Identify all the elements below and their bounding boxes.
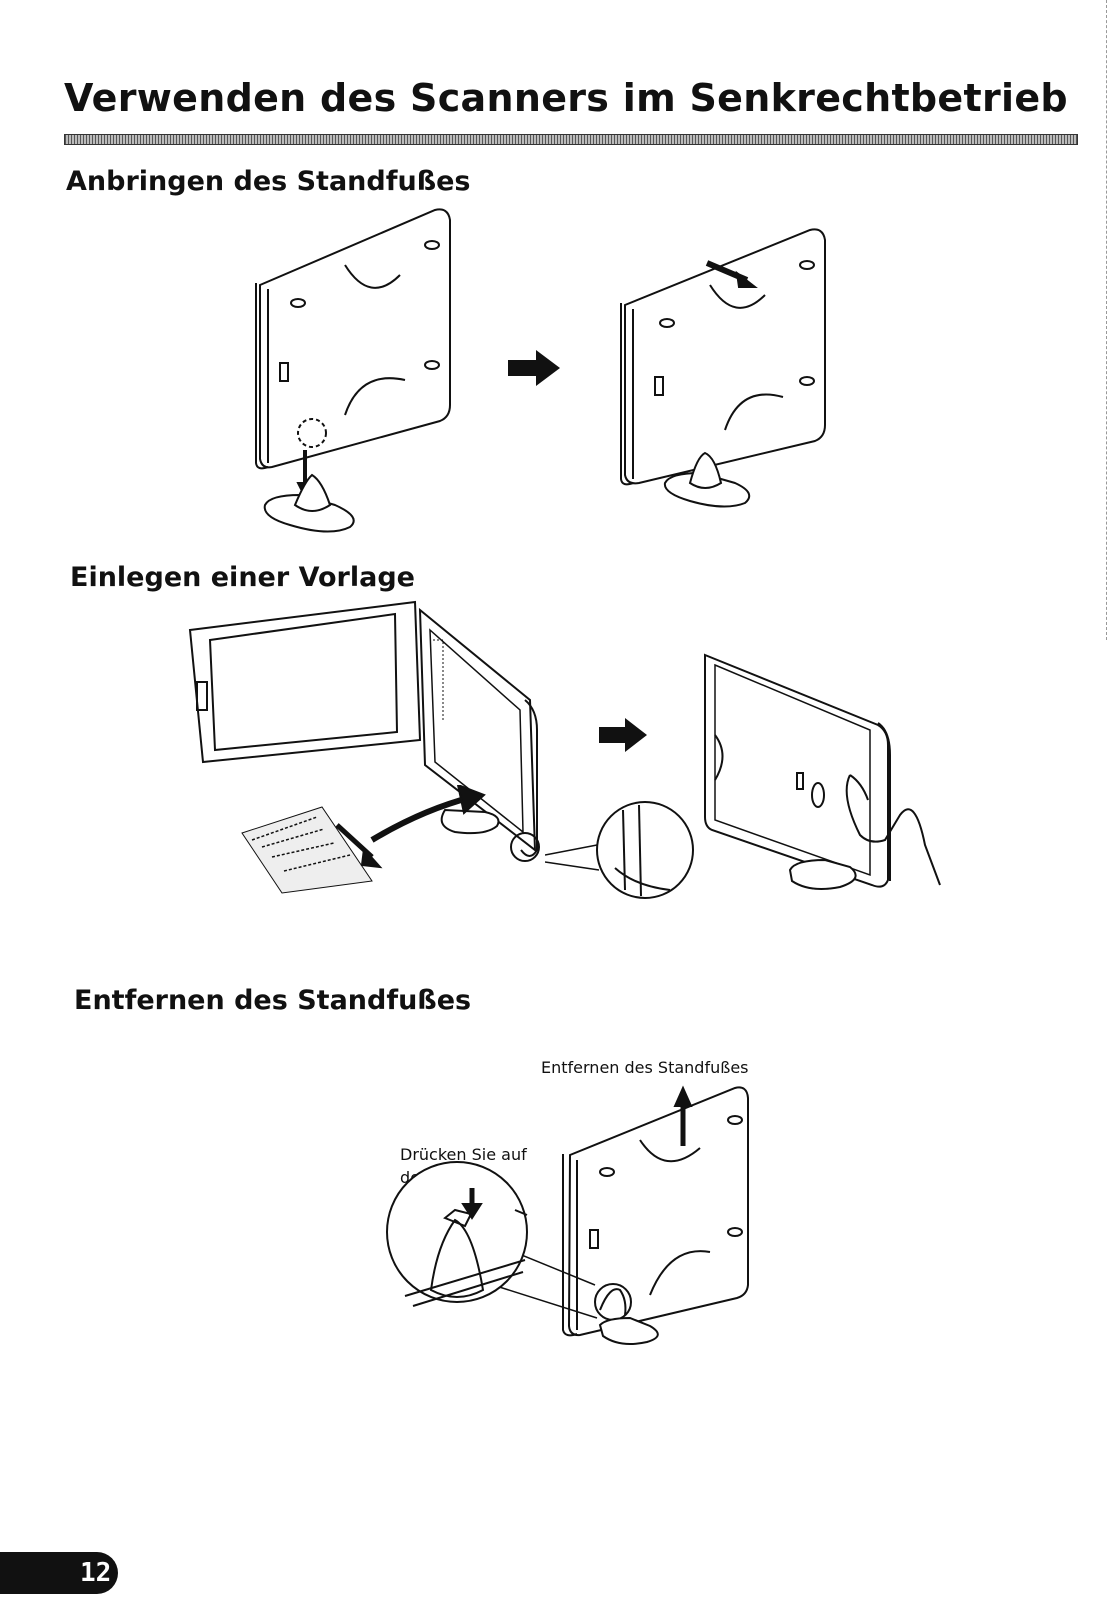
page-edge-line [1105, 0, 1107, 640]
figure-scanner-standing-closed [700, 645, 950, 900]
section-heading-attach-stand: Anbringen des Standfußes [66, 166, 471, 197]
figure-document-insert-motion [232, 785, 522, 915]
page-number-tab [0, 1552, 118, 1594]
figure-scanner-before-stand [250, 205, 465, 540]
figure-hinge-detail [545, 790, 695, 910]
figure-remove-stand [385, 1080, 765, 1350]
arrow-right-icon [597, 716, 649, 754]
page-title: Verwenden des Scanners im Senkrechtbetri… [64, 76, 1068, 120]
section-heading-remove-stand: Entfernen des Standfußes [74, 985, 472, 1016]
section-heading-insert-original: Einlegen einer Vorlage [70, 562, 415, 593]
figure-open-scanner-lid [185, 600, 550, 880]
arrow-up-icon [673, 1085, 693, 1146]
page-number: 12 [80, 1558, 112, 1588]
arrow-right-icon [506, 348, 562, 388]
arrow-down-icon [461, 1188, 483, 1220]
caption-remove-stand: Entfernen des Standfußes [541, 1058, 749, 1077]
figure-scanner-with-stand [615, 225, 845, 510]
title-rule [64, 134, 1078, 145]
